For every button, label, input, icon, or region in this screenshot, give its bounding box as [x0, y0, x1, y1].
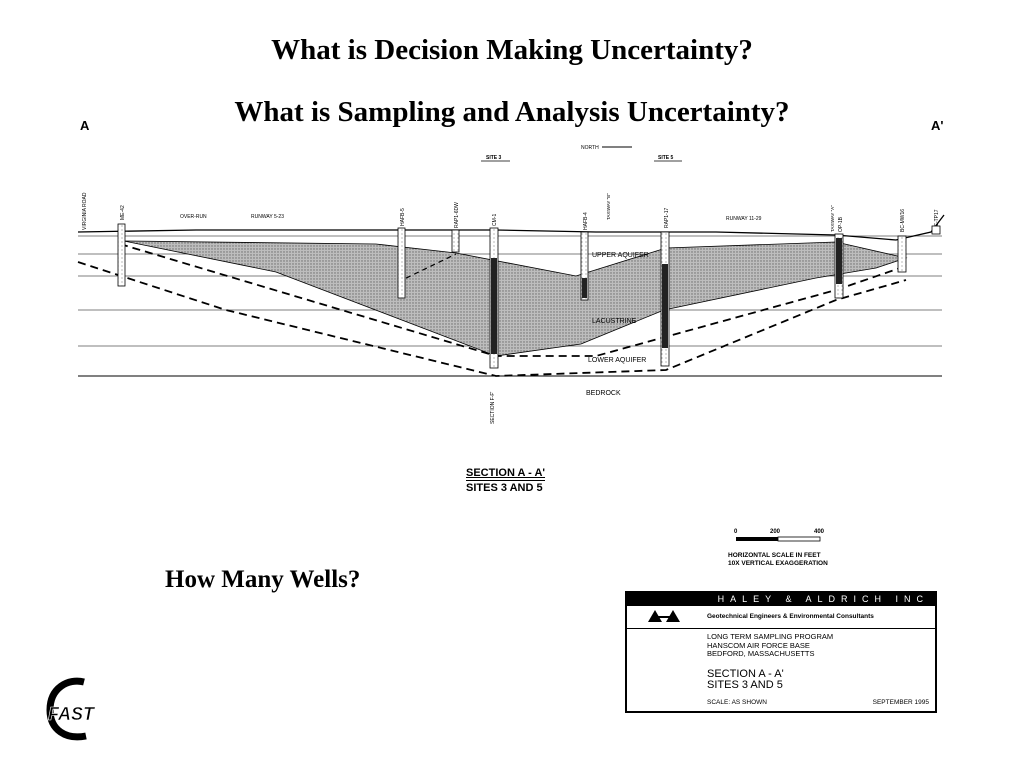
- cfast-logo-text: FAST: [48, 704, 96, 724]
- section-caption: SECTION A - A' SITES 3 AND 5: [466, 466, 546, 495]
- scale-line-exaggeration: 10X VERTICAL EXAGGERATION: [728, 560, 828, 567]
- section-mark-a-prime: A': [931, 118, 944, 133]
- well-rap1-17-screen: [662, 264, 668, 348]
- lacustrine-base-dashed: [119, 243, 907, 357]
- well-label-rap1-6dw: RAP1-6DW: [454, 202, 460, 228]
- runway-5-23-label: RUNWAY 5-23: [251, 214, 284, 220]
- well-bc-mw16: [897, 235, 907, 273]
- program-line-2: HANSCOM AIR FORCE BASE: [707, 640, 810, 650]
- section-line-label: SECTION F-F': [490, 392, 496, 424]
- wells: [117, 223, 941, 369]
- firm-subtitle: Geotechnical Engineers & Environmental C…: [707, 613, 874, 620]
- lower-aquifer-label: LOWER AQUIFER: [588, 357, 646, 364]
- scale-tick-400: 400: [814, 529, 825, 535]
- lacustrine-layer: [123, 240, 908, 357]
- taxiway-a-label: TAXIWAY "A": [830, 205, 835, 232]
- section-caption-title: SECTION A - A': [466, 467, 546, 479]
- how-many-wells-question: How Many Wells?: [165, 566, 361, 593]
- title-block-section-sites: SITES 3 AND 5: [707, 679, 783, 691]
- program-info: LONG TERM SAMPLING PROGRAM HANSCOM AIR F…: [707, 632, 834, 659]
- ground-surface: [77, 214, 945, 241]
- site-3-label: SITE 3: [486, 155, 502, 161]
- title-block-section-name: SECTION A - A': [707, 668, 784, 680]
- well-labels: ME-42 HAFB-5 RAP1-6DW CM-1 HAFB-4 RAP1-1…: [120, 202, 940, 232]
- scale-tick-200: 200: [770, 529, 781, 535]
- well-label-op1b: OP-1B: [838, 216, 844, 232]
- lacustrine-label: LACUSTRINE: [592, 318, 637, 325]
- firm-logo-icon: [648, 610, 680, 622]
- section-mark-a: A: [80, 118, 90, 133]
- well-me42: [117, 223, 126, 287]
- slide-title-decision: What is Decision Making Uncertainty?: [271, 34, 753, 66]
- firm-header: HALEY & ALDRICH INC: [627, 593, 935, 606]
- well-label-cm1: CM-1: [492, 214, 498, 226]
- well-cm1-screen: [491, 258, 497, 354]
- bedrock-top-dashed: [77, 261, 907, 377]
- north-label: NORTH: [581, 145, 599, 151]
- well-hafb5: [397, 227, 406, 299]
- program-line-1: LONG TERM SAMPLING PROGRAM: [707, 632, 834, 641]
- well-label-bc-mw16: BC-MW16: [900, 209, 906, 232]
- runway-11-29-label: RUNWAY 11-29: [726, 216, 762, 222]
- cfast-logo-c-icon: [46, 677, 87, 741]
- well-label-me42: ME-42: [120, 205, 126, 220]
- upper-aquifer-label: UPPER AQUIFER: [592, 252, 649, 259]
- site-5-label: SITE 5: [658, 155, 674, 161]
- scale-bar: 0 200 400: [734, 529, 825, 542]
- title-block-section: SECTION A - A' SITES 3 AND 5: [707, 669, 784, 691]
- drawing-title-block: HALEY & ALDRICH INC Geotechnical Enginee…: [625, 591, 937, 713]
- scale-line-horizontal: HORIZONTAL SCALE IN FEET: [728, 552, 821, 559]
- scale-tick-0: 0: [734, 529, 738, 535]
- overrun-label: OVER-RUN: [180, 214, 207, 220]
- title-block-scale: SCALE: AS SHOWN: [707, 699, 767, 706]
- well-label-rap1-17: RAP1-17: [664, 207, 670, 228]
- well-bc-tp17: [931, 225, 941, 235]
- title-block-date: SEPTEMBER 1995: [872, 699, 929, 706]
- well-rap1-6dw: [451, 229, 460, 253]
- slide-title-sampling: What is Sampling and Analysis Uncertaint…: [234, 96, 790, 128]
- program-line-3: BEDFORD, MASSACHUSETTS: [707, 649, 815, 658]
- well-hafb4: [580, 231, 589, 301]
- virginia-road-label: VIRGINIA ROAD: [82, 192, 88, 230]
- section-caption-sites: SITES 3 AND 5: [466, 480, 546, 495]
- bedrock-label: BEDROCK: [586, 390, 621, 397]
- well-label-bc-tp17: BC-TP17: [934, 209, 940, 230]
- well-label-hafb5: HAFB-5: [400, 208, 406, 226]
- well-label-hafb4: HAFB-4: [583, 212, 589, 230]
- taxiway-b-label: TAXIWAY "B": [606, 193, 611, 220]
- scale-text: HORIZONTAL SCALE IN FEET 10X VERTICAL EX…: [728, 552, 828, 568]
- cfast-logo: FAST: [46, 677, 96, 741]
- cross-section-diagram: NORTH SITE 3 SITE 5 VIRGINIA ROAD OVER-R…: [77, 145, 945, 424]
